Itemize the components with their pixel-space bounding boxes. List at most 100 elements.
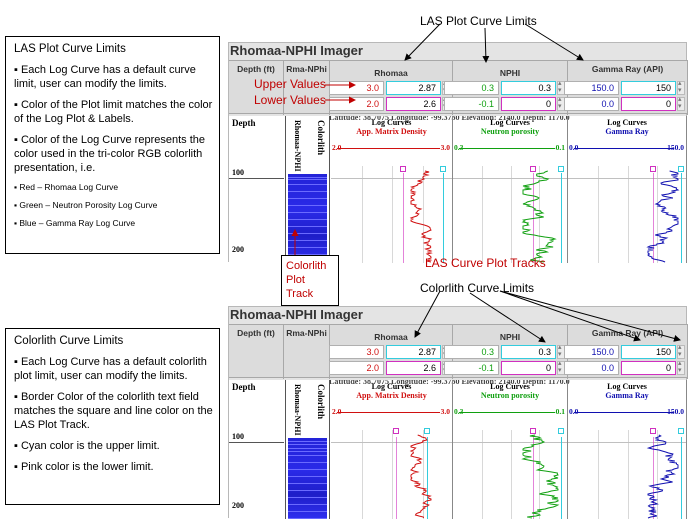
- plot-lower-limit-input[interactable]: -0.1: [444, 97, 499, 111]
- colorlith-band: [288, 179, 327, 180]
- colorlith-band: [288, 177, 327, 178]
- colorlith-band: [288, 205, 327, 206]
- note-bullet: ▪ Color of the Plot limit matches the co…: [14, 99, 213, 125]
- colorlith-band: [288, 448, 327, 449]
- curve-max-label: 150.0: [667, 407, 684, 416]
- depth-tick: 100: [232, 432, 244, 441]
- plot-lower-limit-input[interactable]: 2.0: [329, 97, 384, 111]
- curve-title: Log Curves: [371, 382, 412, 391]
- colorlith-upper-limit-input[interactable]: 150: [621, 345, 676, 359]
- note-legend-red: ▪ Red – Rhomaa Log Curve: [14, 182, 119, 192]
- colorlith-band: [288, 191, 327, 192]
- colorlith-upper-limit-input[interactable]: 0.3: [501, 345, 556, 359]
- curve-max-label: -0.1: [553, 143, 565, 152]
- colorlith-lower-limit-input[interactable]: 2.6: [386, 97, 441, 111]
- lower-limit-line: [396, 437, 397, 519]
- note-bullet: ▪ Color of the Log Curve represents the …: [14, 134, 206, 174]
- note-plot-limits: LAS Plot Curve Limits ▪ Each Log Curve h…: [5, 36, 220, 254]
- colorlith-image: [288, 438, 327, 519]
- curve-name: Neutron porosity: [480, 127, 540, 136]
- colorlith-band: [288, 226, 327, 227]
- note-bullet: ▪ Pink color is the lower limit.: [14, 461, 154, 473]
- curve-min-label: 0.3: [454, 143, 463, 152]
- lower-limit-marker: [650, 428, 656, 434]
- plot-upper-limit-input[interactable]: 150.0: [564, 345, 619, 359]
- upper-spinner[interactable]: [677, 79, 685, 95]
- colorlith-lower-limit-input[interactable]: 0: [501, 97, 556, 111]
- plot-lower-limit-input[interactable]: 2.0: [329, 361, 384, 375]
- colorlith-band: [288, 504, 327, 505]
- upper-limit-line: [561, 173, 562, 263]
- curve-header: NPHI: [499, 332, 521, 342]
- track-gridline: [598, 430, 599, 519]
- colorlith-band: [288, 247, 327, 248]
- note-colorlith-limits: Colorlith Curve Limits ▪ Each Log Curve …: [5, 328, 220, 505]
- colorlith-lower-limit-input[interactable]: 0: [501, 361, 556, 375]
- track-gridline: [628, 430, 629, 519]
- callout-plot-tracks: LAS Curve Plot Tracks: [425, 256, 546, 270]
- plot-upper-limit-input[interactable]: 0.3: [444, 81, 499, 95]
- colorlith-upper-limit-input[interactable]: 0.3: [501, 81, 556, 95]
- depth-tick: 200: [232, 501, 244, 510]
- depth-header: Depth (ft): [237, 328, 275, 338]
- callout-upper-values: Upper Values: [254, 77, 326, 91]
- colorlith-band: [288, 198, 327, 199]
- colorlith-upper-limit-input[interactable]: 150: [621, 81, 676, 95]
- callout-line: Colorlith: [286, 260, 327, 272]
- curve-max-label: 3.0: [440, 143, 450, 152]
- colorlith-label: Rhomaa-NPHI: [293, 120, 302, 172]
- colorlith-label: Rhomaa-NPHI: [293, 384, 302, 436]
- lower-spinner[interactable]: [677, 359, 685, 375]
- plot-upper-limit-input[interactable]: 3.0: [329, 81, 384, 95]
- colorlith-lower-limit-input[interactable]: 0: [621, 361, 676, 375]
- log-curve: [409, 170, 433, 263]
- curve-header: Rhomaa: [374, 68, 408, 78]
- depth-gridline: [453, 442, 567, 443]
- curve-header: Gamma Ray (API): [591, 64, 664, 74]
- curve-title: Log Curves: [490, 118, 530, 127]
- depth-line: [229, 442, 284, 443]
- callout-colorlith-track: Colorlith Plot Track: [281, 255, 339, 306]
- log-track-area: Latitude: 38.7075 Longitude: -99.3730 El…: [229, 380, 688, 519]
- colorlith-lower-limit-input[interactable]: 2.6: [386, 361, 441, 375]
- upper-limit-marker: [424, 428, 430, 434]
- colorlith-lower-limit-input[interactable]: 0: [621, 97, 676, 111]
- callout-line: Track: [286, 288, 314, 300]
- plot-lower-limit-input[interactable]: -0.1: [444, 361, 499, 375]
- colorlith-band: [288, 451, 327, 452]
- plot-upper-limit-input[interactable]: 3.0: [329, 345, 384, 359]
- plot-lower-limit-input[interactable]: 0.0: [564, 361, 619, 375]
- plot-lower-limit-input[interactable]: 0.0: [564, 97, 619, 111]
- note-legend-blue: ▪ Blue – Gamma Ray Log Curve: [14, 218, 136, 228]
- curve-scale-line: [574, 148, 674, 149]
- depth-gridline: [331, 442, 452, 443]
- upper-spinner[interactable]: [677, 343, 685, 359]
- colorlith-upper-limit-input[interactable]: 2.87: [386, 81, 441, 95]
- colorlith-upper-limit-input[interactable]: 2.87: [386, 345, 441, 359]
- curve-min-label: 0.0: [569, 143, 578, 152]
- lower-limit-marker: [400, 166, 406, 172]
- curve-title: Log Curves: [607, 118, 647, 127]
- upper-limit-line: [427, 437, 428, 519]
- depth-header-cell: Depth (ft): [229, 325, 284, 379]
- colorlith-band: [288, 240, 327, 241]
- colorlith-band: [288, 455, 327, 456]
- plot-upper-limit-input[interactable]: 150.0: [564, 81, 619, 95]
- plot-upper-limit-input[interactable]: 0.3: [444, 345, 499, 359]
- lower-spinner[interactable]: [677, 95, 685, 111]
- depth-gridline: [568, 442, 686, 443]
- log-curve: [521, 170, 557, 263]
- curve-header: Gamma Ray (API): [591, 328, 664, 338]
- colorlith-band: [288, 254, 327, 255]
- log-curve: [521, 434, 560, 519]
- track-gridline: [628, 166, 629, 263]
- colorlith-band: [288, 511, 327, 512]
- log-curve: [646, 170, 680, 263]
